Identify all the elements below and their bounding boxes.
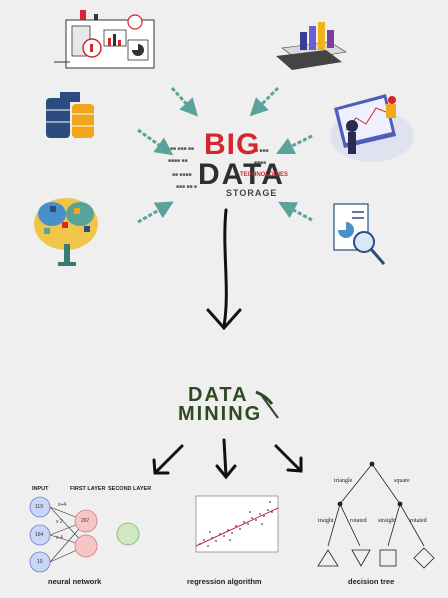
triangle-leaf (317, 549, 339, 567)
diamond-leaf (413, 547, 435, 569)
decision-tree-diagram (317, 461, 435, 569)
branch-arrows (152, 438, 303, 480)
weight-label-3: x-4 (56, 535, 63, 541)
data-word: DATA (198, 158, 285, 191)
storage-word: STORAGE (226, 188, 278, 198)
square-leaf (379, 549, 397, 567)
input-node-2-label: 164 (35, 532, 44, 538)
caption-decision-tree: decision tree (348, 577, 395, 586)
nn-input-header: INPUT (32, 486, 49, 492)
analyst-laptop-icon (330, 94, 414, 162)
technologies-word: TECHNOLOGIES (240, 172, 289, 178)
nn-first-layer-header: FIRST LAYER (70, 486, 106, 492)
tree-label-rotated-right: rotated (410, 518, 427, 524)
app-tree-icon (34, 198, 98, 266)
data-mining-line2: MINING (178, 403, 263, 425)
report-magnifier-icon (333, 203, 386, 265)
big-word: BIG (204, 128, 261, 161)
database-icon (46, 92, 94, 138)
caption-regression: regression algorithm (187, 577, 262, 586)
data-mining-line1: DATA (188, 384, 249, 406)
hidden-node-2 (74, 534, 98, 558)
nn-second-layer-header: SECOND LAYER (108, 486, 152, 492)
input-node-1 (29, 496, 51, 518)
weight-label-1: x+4 (58, 502, 67, 508)
tree-label-rotated-left: rotated (350, 518, 367, 524)
weight-label-2: x 2 (56, 519, 63, 525)
inverted-triangle-leaf (351, 549, 371, 567)
tree-label-straight-right: straight (378, 518, 396, 524)
input-arrows (137, 86, 313, 224)
input-node-1-label: 119 (35, 504, 43, 510)
input-node-3-label: 10 (37, 559, 43, 565)
pickaxe-icon (255, 390, 279, 419)
caption-neural-network: neural network (48, 577, 102, 586)
hidden-node-label: 267 (81, 518, 90, 524)
main-down-arrow (206, 208, 242, 331)
regression-plot (195, 495, 279, 553)
tree-label-triangle: triangle (334, 478, 353, 484)
bar-chart-3d-icon (276, 22, 347, 70)
tree-label-square: square (394, 478, 410, 484)
tree-label-straight-left: traight (318, 518, 334, 524)
input-node-3 (29, 551, 51, 573)
input-node-2 (29, 524, 51, 546)
dashboard-icon (54, 10, 155, 69)
neural-network-diagram (29, 496, 140, 573)
big-data-cloud: ■■ ■■■ ■■ ■■■■ ■■ ■■ ■■■■ ■■■ ■■ ■ ■■ ■■… (168, 128, 289, 198)
output-node (116, 522, 140, 546)
hidden-node-1 (74, 509, 98, 533)
